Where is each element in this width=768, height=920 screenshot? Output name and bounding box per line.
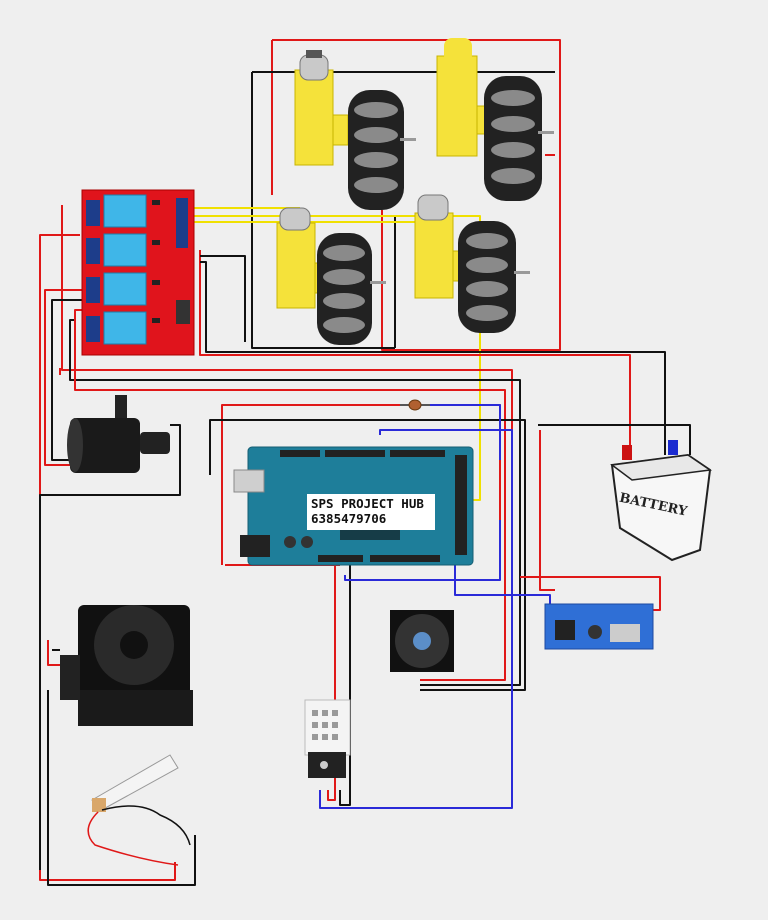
heating-element-icon xyxy=(87,754,191,866)
buck-converter-icon xyxy=(544,603,654,650)
red-wire xyxy=(520,430,661,611)
cooling-fan-icon xyxy=(390,610,454,672)
red-wire xyxy=(327,565,336,801)
red-wire xyxy=(271,39,561,351)
black-wire xyxy=(47,649,196,886)
blue-wire xyxy=(344,520,501,581)
gear-motor-with-mecanum-wheel xyxy=(294,50,416,210)
ldr-sensor-icon xyxy=(400,399,430,411)
gear-motor-with-mecanum-wheel xyxy=(414,194,530,333)
black-wire xyxy=(39,424,181,870)
gear-motor-with-mecanum-wheel xyxy=(276,207,386,345)
dht-sensor-icon xyxy=(304,699,351,778)
peltier-cooler-icon xyxy=(60,605,193,726)
project-title: SPS PROJECT HUB xyxy=(311,496,424,511)
relay-module-icon xyxy=(81,189,195,356)
project-phone: 6385479706 xyxy=(311,511,387,526)
black-wire xyxy=(51,255,666,686)
water-pump-icon xyxy=(67,395,170,473)
yellow-wire xyxy=(188,205,481,501)
black-wire xyxy=(339,424,691,806)
battery-icon: BATTERY xyxy=(610,440,713,562)
wires xyxy=(39,39,691,886)
gear-motor-with-mecanum-wheel xyxy=(436,38,554,201)
black-wire xyxy=(209,419,526,691)
project-label: SPS PROJECT HUB 6385479706 xyxy=(307,494,435,530)
